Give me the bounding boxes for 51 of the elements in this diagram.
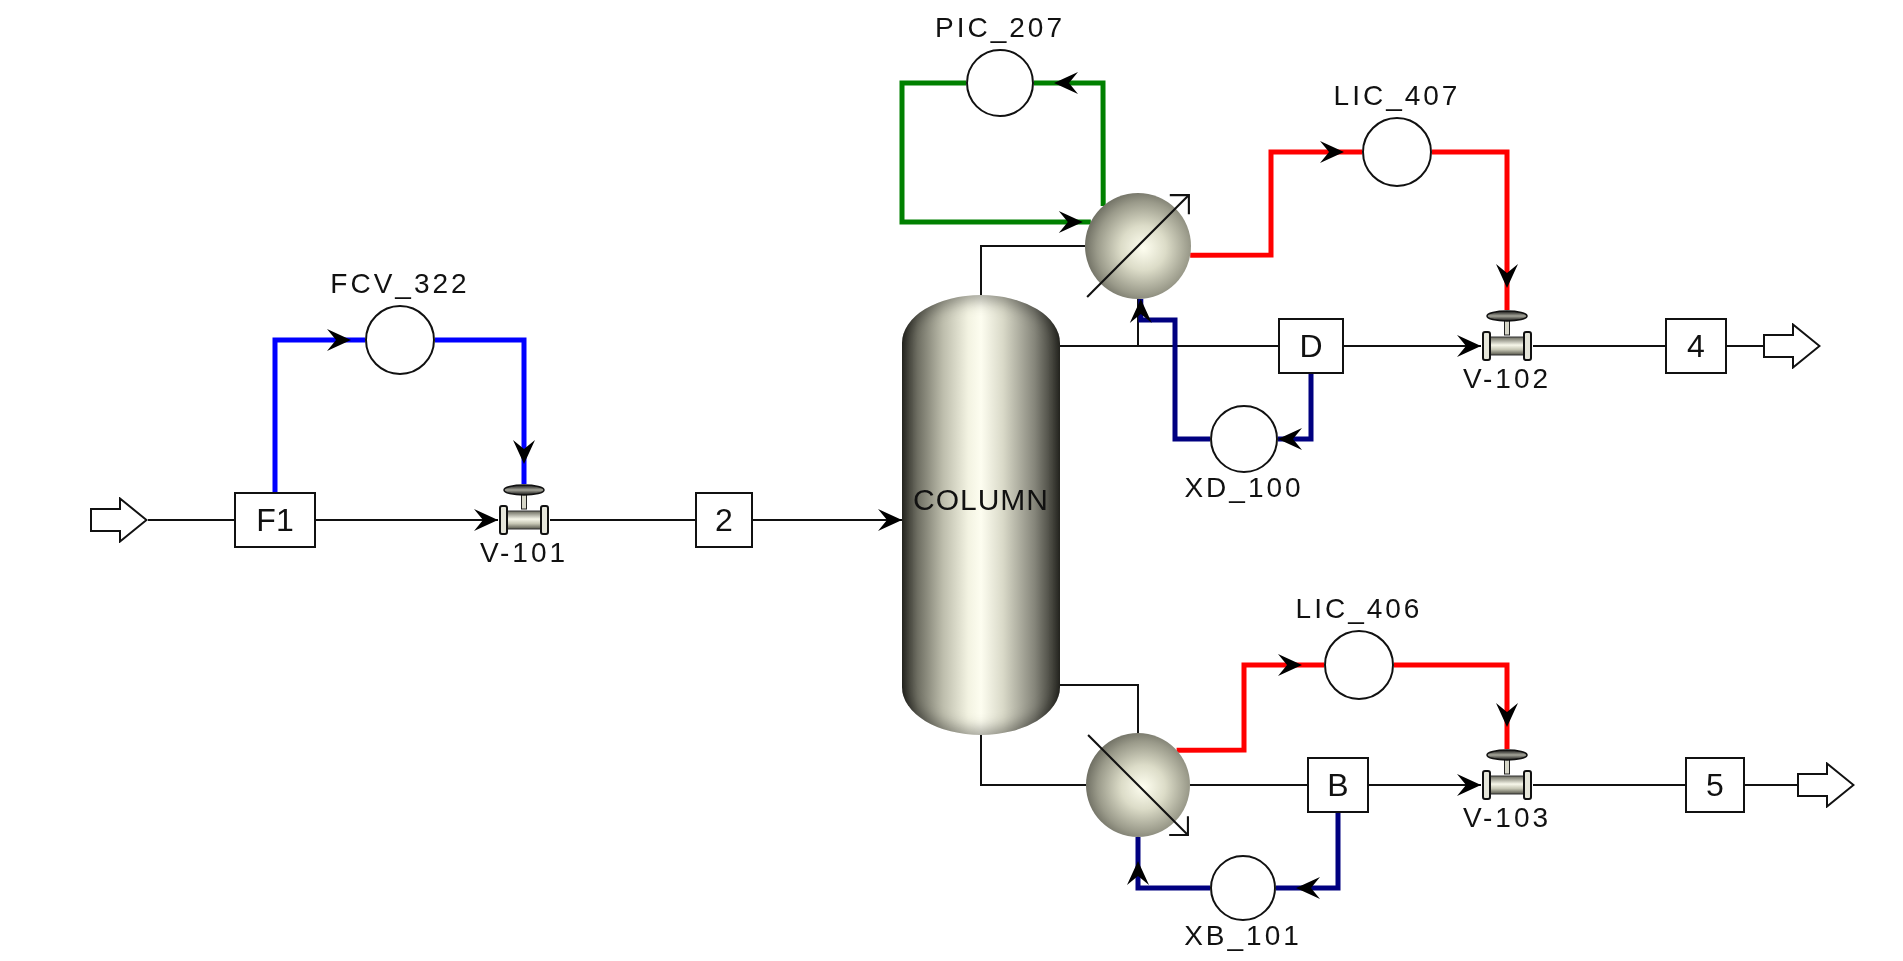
- instrument-tag: LIC_406: [1295, 594, 1423, 625]
- stream-tag: [1278, 318, 1344, 374]
- stream-name: B: [1327, 769, 1349, 801]
- pipe-line: [549, 519, 696, 521]
- pipe-line: [1059, 684, 1139, 734]
- flow-arrow: [315, 509, 499, 531]
- signal-arrow: [899, 80, 1091, 233]
- instrument-tag: FCV_322: [330, 269, 470, 300]
- pipe-line: [1744, 784, 1798, 786]
- instrument-tag: XB_101: [1184, 921, 1302, 952]
- pipe-line: [1137, 298, 1279, 347]
- product-arrow: [1797, 762, 1855, 808]
- signal-arrow: [272, 329, 365, 492]
- valve-tag: V-101: [479, 538, 569, 569]
- pipe-line: [1189, 784, 1308, 786]
- signal-arrow: [1127, 837, 1210, 891]
- instrument-tag: XD_100: [1184, 473, 1304, 504]
- feed-arrow: [90, 497, 148, 543]
- flow-arrow: [1368, 774, 1482, 796]
- instrument-tag: PIC_207: [935, 13, 1065, 44]
- signal-arrow: [1034, 72, 1106, 206]
- valve-tag: V-103: [1462, 803, 1552, 834]
- signal-arrow: [1278, 374, 1314, 450]
- pipe-line: [147, 519, 235, 521]
- pipe-line: [1532, 345, 1666, 347]
- flow-arrow: [1343, 335, 1482, 357]
- stream-tag: [1665, 318, 1727, 374]
- stream-tag: [234, 492, 316, 548]
- stream-tag: [1685, 757, 1745, 813]
- pipe-line: [980, 245, 1086, 296]
- stream-name: D: [1299, 330, 1323, 362]
- signal-arrow: [435, 337, 535, 484]
- signal-arrow: [1176, 654, 1324, 753]
- pipe-line: [980, 734, 1087, 786]
- pipe-line: [1726, 345, 1764, 347]
- product-arrow: [1763, 323, 1821, 369]
- stream-name: 2: [715, 504, 733, 536]
- instrument-tag: LIC_407: [1333, 81, 1461, 112]
- flow-arrow: [752, 509, 903, 531]
- signal-arrow: [1394, 662, 1518, 749]
- stream-tag: [1307, 757, 1369, 813]
- stream-tag: [695, 492, 753, 548]
- stream-name: F1: [256, 504, 294, 536]
- pipe-line: [1532, 784, 1686, 786]
- signal-arrow: [1276, 813, 1341, 899]
- signal-arrow: [1129, 298, 1210, 442]
- signal-arrow: [1432, 149, 1518, 310]
- stream-name: 4: [1687, 330, 1705, 362]
- valve-tag: V-102: [1462, 364, 1552, 395]
- stream-name: 5: [1706, 769, 1724, 801]
- signal-arrow: [1190, 141, 1362, 258]
